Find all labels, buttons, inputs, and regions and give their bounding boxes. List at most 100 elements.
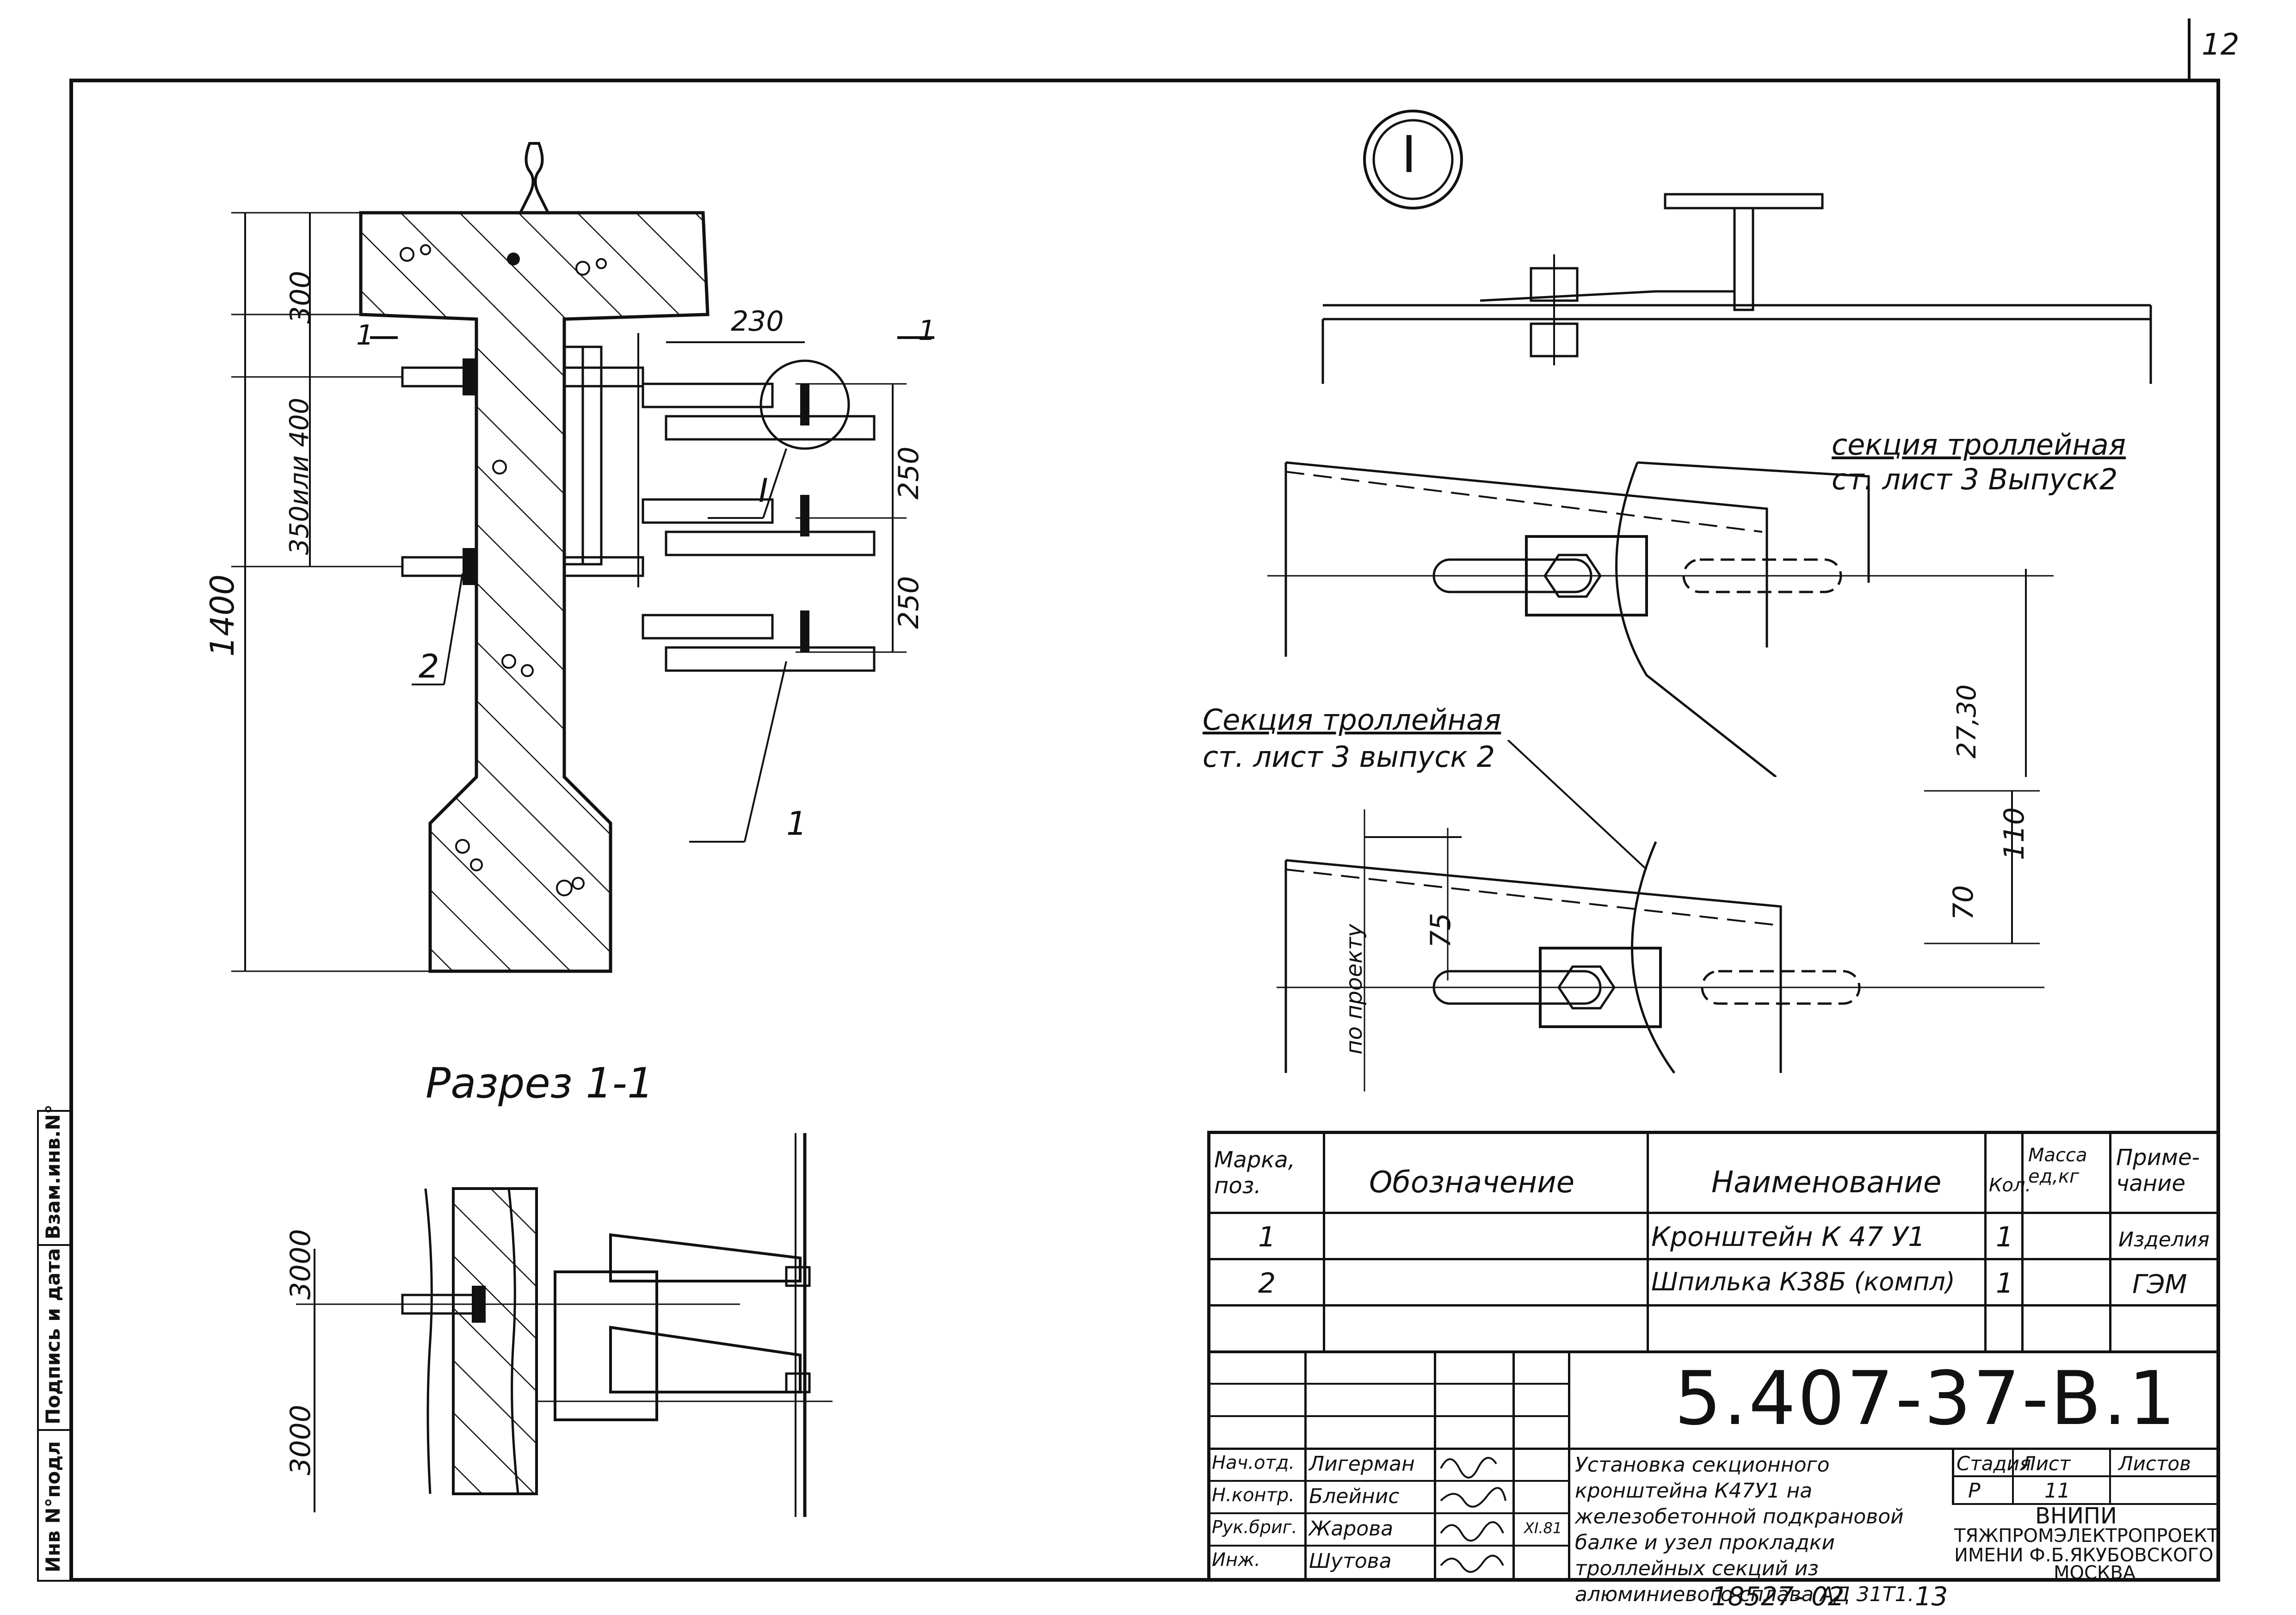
side-stamp-inv: Инв N°подл xyxy=(42,1441,64,1572)
side-stamp-divider xyxy=(37,1429,71,1431)
sig-role-2: Н.контр. xyxy=(1212,1485,1295,1506)
dim-3000-lower: 3000 xyxy=(284,1405,317,1475)
hdr-mark: Марка, поз. xyxy=(1214,1147,1295,1199)
tb-stage-box xyxy=(1952,1503,2220,1505)
dim-2730: 27,30 xyxy=(1952,684,1982,758)
note-line2: ГЭМ xyxy=(2132,1270,2187,1300)
label-lower-line2: ст. лист 3 выпуск 2 xyxy=(1203,740,1495,774)
row1-mark: 1 xyxy=(1258,1221,1276,1253)
side-stamp-sign: Подпись и дата xyxy=(42,1248,64,1424)
row2-name: Шпилька К38Б (компл) xyxy=(1651,1267,1955,1296)
hdr-qty: Кол. xyxy=(1989,1175,2031,1196)
dim-110: 110 xyxy=(1998,807,2031,860)
org-line2: ТЯЖПРОМЭЛЕКТРОПРОЕКТ xyxy=(1954,1525,2219,1547)
sig-name-4: Шутова xyxy=(1309,1549,1392,1573)
hdr-note: Приме-чание xyxy=(2116,1145,2200,1196)
callout-detail-I: I xyxy=(759,472,768,510)
spec-hline xyxy=(1207,1350,2220,1353)
dim-70: 70 xyxy=(1947,885,1980,920)
plan-view-drawing xyxy=(296,1133,833,1517)
doc-number: 5.407-37-В.1 xyxy=(1674,1355,2178,1442)
sig-name-1: Лигерман xyxy=(1309,1452,1415,1476)
tb-vline xyxy=(1512,1350,1515,1582)
tb-hline xyxy=(1207,1512,1568,1514)
spec-hline xyxy=(1207,1212,2220,1214)
sig-role-3: Рук.бриг. xyxy=(1212,1517,1297,1537)
stage-value: Р xyxy=(1968,1479,1981,1503)
dim-3000-upper: 3000 xyxy=(284,1229,317,1300)
cut-mark-left: 1 xyxy=(356,319,374,351)
drawing-frame xyxy=(69,79,2220,1582)
tb-hline xyxy=(1207,1480,1568,1482)
spec-vline xyxy=(2021,1131,2024,1353)
sig-role-1: Нач.отд. xyxy=(1212,1452,1295,1473)
label-lower-line1: Секция троллейная xyxy=(1203,703,1501,737)
section-title: Разрез 1-1 xyxy=(426,1059,654,1108)
hdr-designation: Обозначение xyxy=(1369,1165,1575,1200)
stage-label: Стадия xyxy=(1957,1452,2031,1475)
doc-description: Установка секционного кронштейна К47У1 н… xyxy=(1575,1453,1914,1606)
dim-350-400: 350или 400 xyxy=(284,397,315,555)
side-stamp-column xyxy=(37,1110,71,1582)
row2-qty: 1 xyxy=(1996,1267,2014,1300)
detail-I-plan-upper xyxy=(1267,461,2054,777)
tb-stage-box xyxy=(2109,1448,2111,1503)
dim-75: 75 xyxy=(1425,912,1457,948)
tb-stage-box xyxy=(2012,1448,2014,1503)
sig-role-4: Инж. xyxy=(1212,1549,1260,1571)
hdr-name: Наименование xyxy=(1711,1165,1942,1200)
tb-hline xyxy=(1207,1545,1568,1547)
note-line1: Изделия xyxy=(2118,1228,2210,1251)
dim-1400: 1400 xyxy=(204,574,241,657)
tb-hline xyxy=(1207,1448,2220,1450)
row1-qty: 1 xyxy=(1996,1221,2014,1253)
org-line3: ИМЕНИ Ф.Б.ЯКУБОВСКОГО xyxy=(1954,1545,2214,1566)
dim-250-upper: 250 xyxy=(893,446,925,499)
detail-I-marker xyxy=(1363,110,1463,210)
sheet-corner-box xyxy=(2188,18,2232,79)
dim-300: 300 xyxy=(284,271,317,324)
detail-I-side-view xyxy=(1321,193,2152,384)
spec-hline xyxy=(1207,1304,2220,1307)
row2-mark: 2 xyxy=(1258,1267,1276,1300)
sig-date-3: XI.81 xyxy=(1524,1519,1562,1537)
callout-pos-2: 2 xyxy=(419,647,439,685)
spec-hline xyxy=(1207,1258,2220,1260)
detail-I-label: I xyxy=(1401,125,1417,184)
sig-name-2: Блейнис xyxy=(1309,1485,1400,1508)
sig-name-3: Жарова xyxy=(1309,1517,1394,1541)
side-stamp-divider xyxy=(37,1244,71,1246)
sheet-value: 11 xyxy=(2044,1479,2070,1503)
tb-hline xyxy=(1207,1415,1568,1417)
cut-mark-right: 1 xyxy=(918,314,936,347)
tb-vline xyxy=(1568,1350,1570,1582)
row1-name: Кронштейн К 47 У1 xyxy=(1651,1221,1926,1252)
sheet-corner-number: 12 xyxy=(2202,28,2240,62)
spec-vline xyxy=(1323,1131,1325,1353)
signature-scribbles xyxy=(1440,1457,1506,1573)
bottom-code: 18527- 02 xyxy=(1711,1582,1845,1612)
spec-vline xyxy=(1647,1131,1649,1353)
dim-250-lower: 250 xyxy=(893,576,925,629)
spec-vline xyxy=(1984,1131,1987,1353)
spec-vline xyxy=(2109,1131,2111,1353)
tb-vline xyxy=(1304,1350,1307,1582)
beam-section-drawing xyxy=(231,142,934,973)
bottom-page: 13 xyxy=(1915,1582,1948,1612)
dim-230: 230 xyxy=(731,305,784,338)
org-line4: МОСКВА xyxy=(2054,1562,2136,1584)
tb-stage-box xyxy=(1952,1475,2220,1477)
spec-table xyxy=(1207,1131,2220,1582)
tb-vline xyxy=(1434,1350,1436,1582)
callout-pos-1: 1 xyxy=(786,805,807,843)
sheet-label: Лист xyxy=(2021,1452,2071,1475)
label-upper-line2: ст. лист 3 Выпуск2 xyxy=(1832,462,2118,496)
side-stamp-vzam: Взам.инв.N° xyxy=(42,1104,64,1239)
sheets-label: Листов xyxy=(2118,1452,2191,1475)
detail-I-plan-lower xyxy=(1277,740,2044,1091)
org-line1: ВНИПИ xyxy=(2035,1503,2117,1529)
tb-hline xyxy=(1207,1383,1568,1385)
label-upper-line1: секция троллейная xyxy=(1832,428,2126,462)
hdr-mass: Масса ед,кг xyxy=(2028,1145,2087,1187)
dim-po-proektu: по проекту xyxy=(1341,924,1367,1054)
